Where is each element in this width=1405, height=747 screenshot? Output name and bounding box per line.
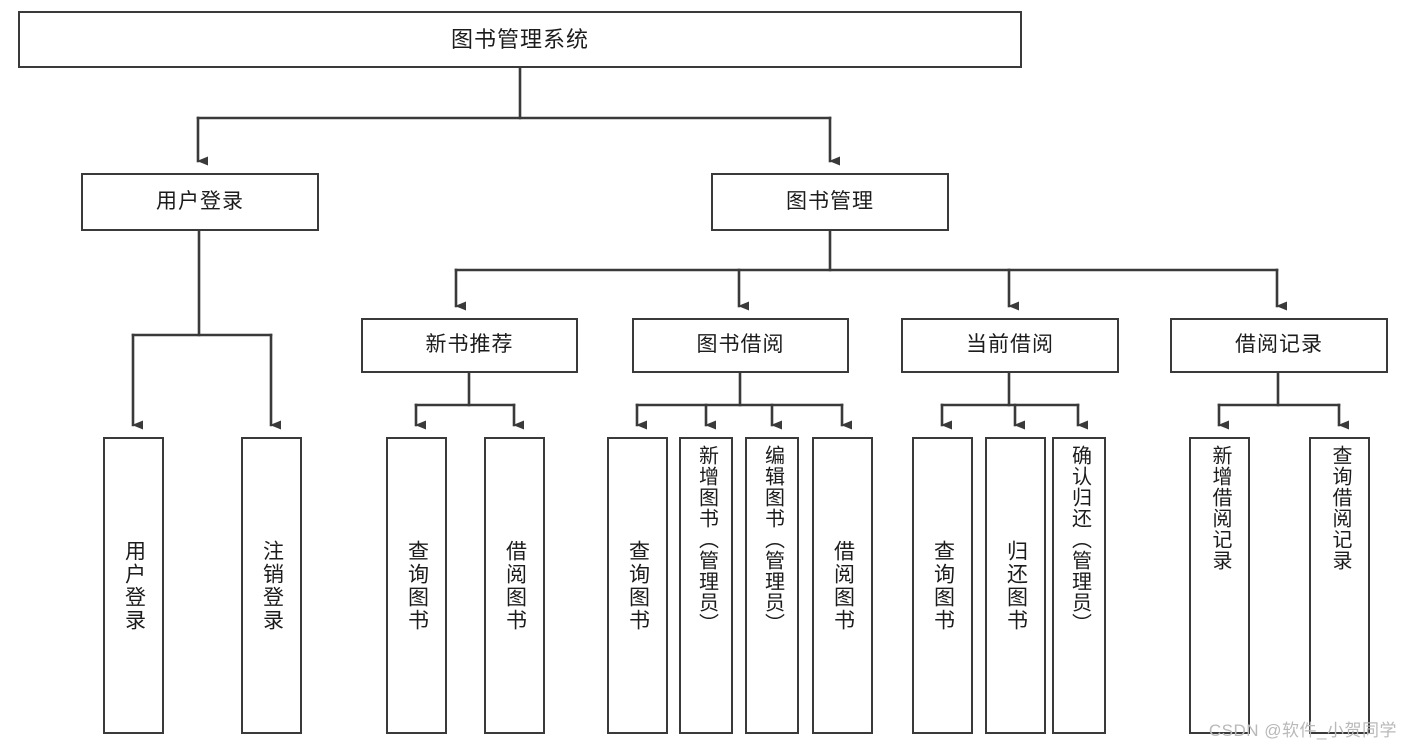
leaf-node-5: 新增图书（管理员）	[679, 437, 733, 734]
node-label: 查询图书	[405, 539, 429, 632]
level1-node-1: 图书管理	[711, 173, 949, 231]
node-label: 新增图书（管理员）	[695, 445, 718, 634]
node-label: 归还图书	[1004, 539, 1028, 632]
level2-node-0: 新书推荐	[361, 318, 578, 373]
level2-node-2: 当前借阅	[901, 318, 1119, 373]
level1-node-0: 用户登录	[81, 173, 319, 231]
root-node: 图书管理系统	[18, 11, 1022, 68]
node-label: 查询图书	[626, 539, 650, 632]
leaf-node-9: 归还图书	[985, 437, 1046, 734]
leaf-node-2: 查询图书	[386, 437, 447, 734]
leaf-node-0: 用户登录	[103, 437, 164, 734]
node-label: 查询图书	[931, 539, 955, 632]
leaf-node-6: 编辑图书（管理员）	[745, 437, 799, 734]
node-label: 确认归还（管理员）	[1068, 445, 1091, 634]
leaf-node-12: 查询借阅记录	[1309, 437, 1370, 734]
node-label: 用户登录	[122, 539, 146, 632]
leaf-node-1: 注销登录	[241, 437, 302, 734]
level2-node-1: 图书借阅	[632, 318, 849, 373]
leaf-node-11: 新增借阅记录	[1189, 437, 1250, 734]
node-label: 新书推荐	[425, 333, 514, 357]
node-label: 图书管理系统	[450, 26, 589, 52]
watermark-text: CSDN @软件_小贺同学	[1208, 721, 1397, 740]
node-label: 借阅记录	[1235, 333, 1323, 357]
node-label: 当前借阅	[966, 333, 1054, 357]
node-label: 借阅图书	[503, 539, 527, 632]
node-label: 图书借阅	[696, 333, 785, 357]
leaf-node-4: 查询图书	[607, 437, 668, 734]
level2-node-3: 借阅记录	[1170, 318, 1388, 373]
leaf-node-3: 借阅图书	[484, 437, 545, 734]
node-label: 借阅图书	[831, 539, 855, 632]
node-label: 用户登录	[156, 189, 244, 213]
node-label: 查询借阅记录	[1329, 445, 1351, 571]
node-label: 新增借阅记录	[1209, 445, 1231, 571]
leaf-node-8: 查询图书	[912, 437, 973, 734]
node-label: 图书管理	[786, 189, 874, 213]
leaf-node-7: 借阅图书	[812, 437, 873, 734]
leaf-node-10: 确认归还（管理员）	[1052, 437, 1106, 734]
node-label: 编辑图书（管理员）	[761, 445, 784, 634]
node-label: 注销登录	[260, 539, 284, 632]
